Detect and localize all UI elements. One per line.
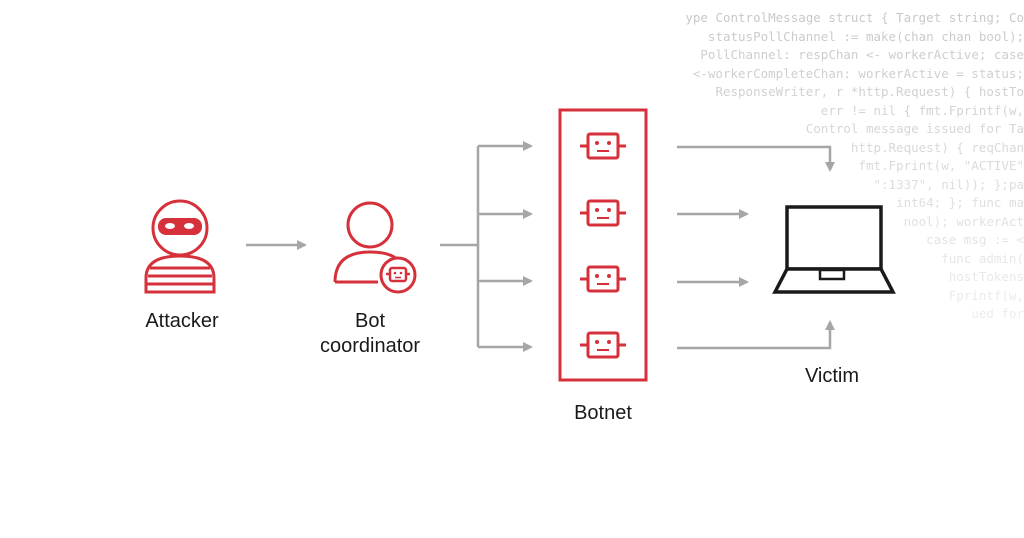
arrows-botnet-to-victim [677, 145, 835, 350]
robot-head-icon [580, 331, 626, 359]
botnet-box [558, 108, 648, 382]
botnet-label: Botnet [574, 402, 632, 424]
user-with-bot-icon [333, 201, 417, 294]
robot-head-icon [580, 132, 626, 160]
laptop-icon [772, 205, 896, 294]
bot-coordinator-label-line1: Bot [354, 310, 386, 332]
masked-hacker-icon [144, 199, 216, 294]
victim-label: Victim [804, 365, 860, 387]
robot-head-icon [580, 265, 626, 293]
attacker-label: Attacker [145, 310, 219, 332]
arrows-coordinator-to-botnet [440, 141, 533, 352]
robot-head-icon [580, 199, 626, 227]
bot-coordinator-label: Bot coordinator [320, 309, 420, 359]
bot-coordinator-label-line2: coordinator [319, 335, 421, 357]
